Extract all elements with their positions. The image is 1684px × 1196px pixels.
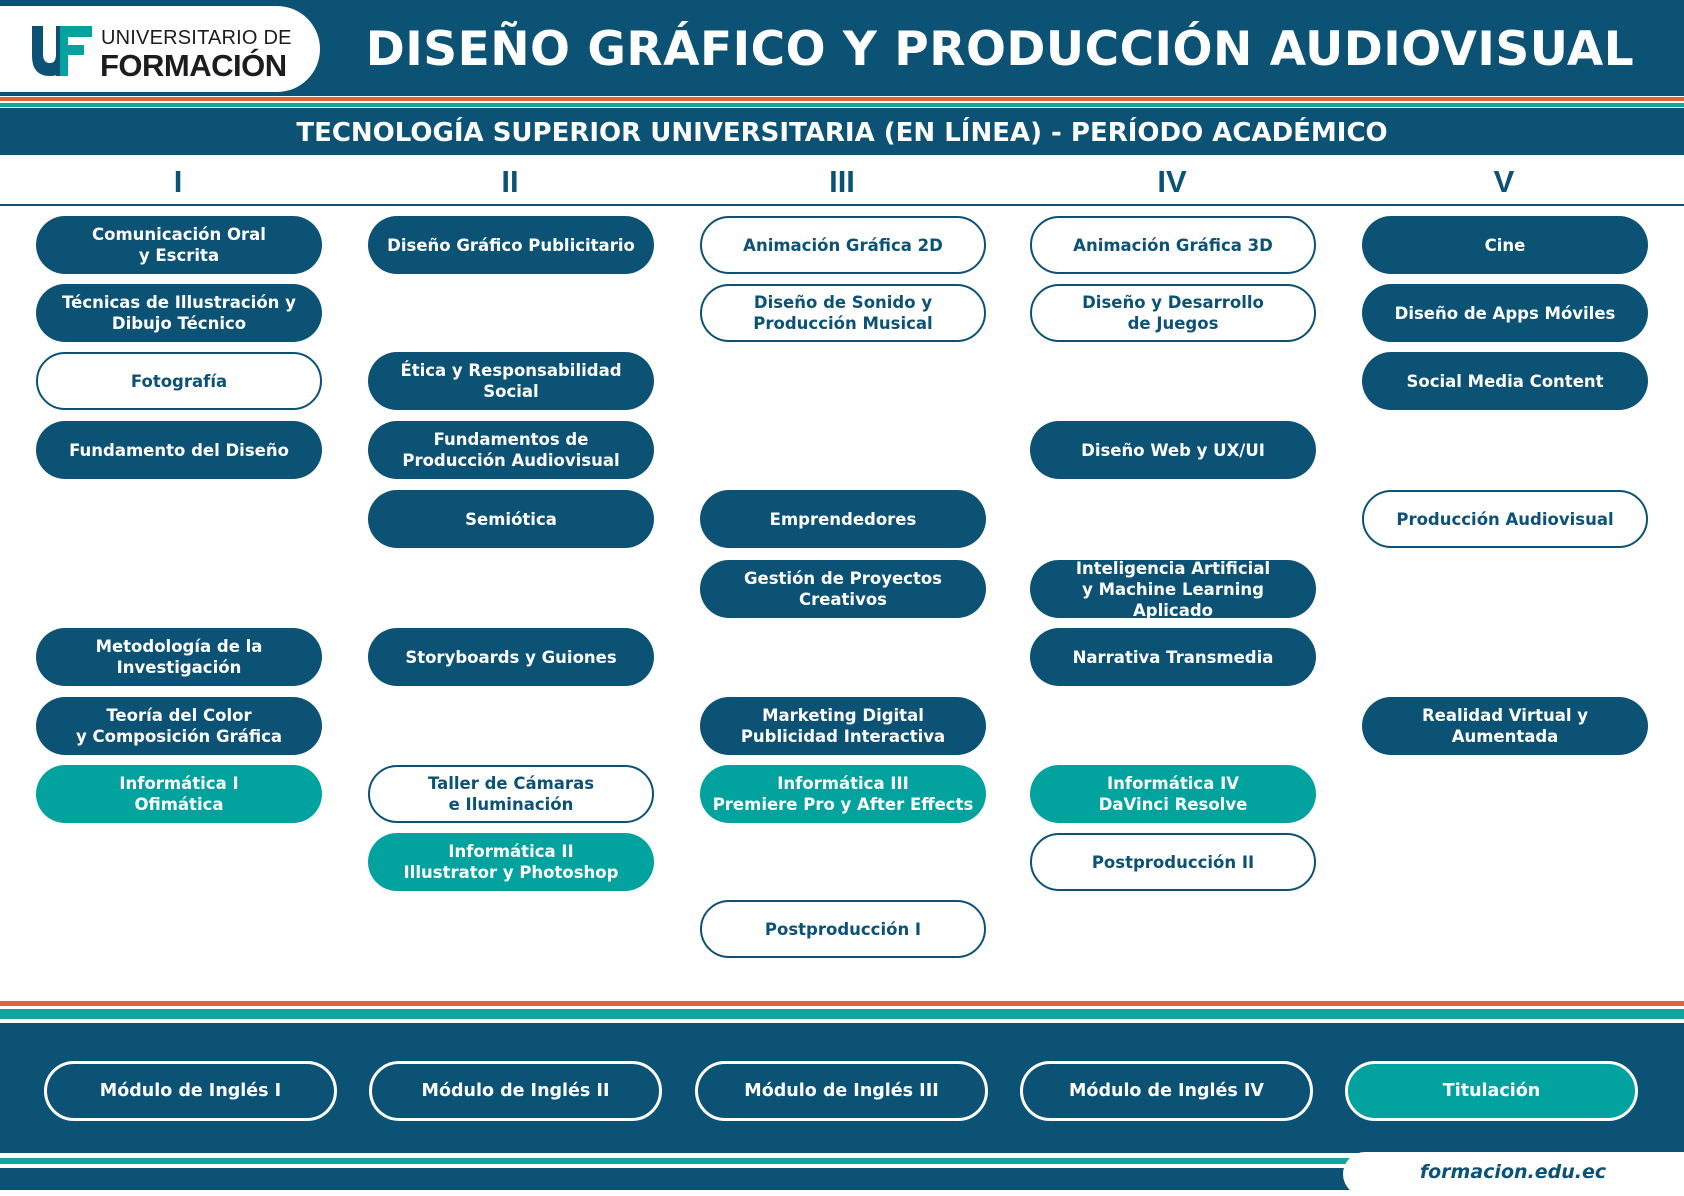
footer-orange-stripe (0, 1001, 1684, 1006)
course-realidad-virtual-y-aumentada: Realidad Virtual y Aumentada (1362, 697, 1648, 755)
footer-bottom-teal-stripe (0, 1158, 1684, 1164)
course-diseno-grafico-publicitario: Diseño Gráfico Publicitario (368, 216, 654, 274)
semester-label-4: IV (1157, 164, 1187, 199)
module-ingles-1: Módulo de Inglés I (44, 1061, 337, 1121)
course-tecnicas-de-illustracion-y-dibujo-tecnico: Técnicas de Illustración y Dibujo Técnic… (36, 284, 322, 342)
semester-label-5: V (1493, 164, 1515, 199)
course-postproduccion-i: Postproducción I (700, 900, 986, 958)
website-badge (1343, 1152, 1684, 1196)
course-narrativa-transmedia: Narrativa Transmedia (1030, 628, 1316, 686)
course-etica-y-responsabilidad-social: Ética y Responsabilidad Social (368, 352, 654, 410)
brand-line-2: FORMACIÓN (100, 48, 287, 83)
course-diseno-de-sonido-y-produccion-musical: Diseño de Sonido y Producción Musical (700, 284, 986, 342)
course-fotografia: Fotografía (36, 352, 322, 410)
module-ingles-3: Módulo de Inglés III (695, 1061, 988, 1121)
course-informatica-i-ofimatica: Informática I Ofimática (36, 765, 322, 823)
brand-line-1: UNIVERSITARIO DE (101, 27, 292, 49)
header-orange-stripe (0, 97, 1684, 101)
course-informatica-ii-illustrator-y-photoshop: Informática II Illustrator y Photoshop (368, 833, 654, 891)
course-marketing-digital-publicidad-interactiva: Marketing Digital Publicidad Interactiva (700, 697, 986, 755)
course-animacion-grafica-2d: Animación Gráfica 2D (700, 216, 986, 274)
course-informatica-iii-premiere-pro-y-after-effects: Informática III Premiere Pro y After Eff… (700, 765, 986, 823)
footer-bottom-blue-band (0, 1168, 1684, 1190)
course-storyboards-y-guiones: Storyboards y Guiones (368, 628, 654, 686)
module-ingles-2: Módulo de Inglés II (369, 1061, 662, 1121)
course-teoria-del-color-y-composicion-grafica: Teoría del Color y Composición Gráfica (36, 697, 322, 755)
course-diseno-web-y-ux-ui: Diseño Web y UX/UI (1030, 421, 1316, 479)
course-gestion-de-proyectos-creativos: Gestión de Proyectos Creativos (700, 560, 986, 618)
course-diseno-y-desarrollo-de-juegos: Diseño y Desarrollo de Juegos (1030, 284, 1316, 342)
course-postproduccion-ii: Postproducción II (1030, 833, 1316, 891)
website-link[interactable]: formacion.edu.ec (1419, 1161, 1607, 1183)
subtitle-band (0, 108, 1684, 155)
course-taller-de-camaras-e-iluminacion: Taller de Cámaras e Iluminación (368, 765, 654, 823)
course-cine: Cine (1362, 216, 1648, 274)
course-emprendedores: Emprendedores (700, 490, 986, 548)
course-metodologia-de-la-investigacion: Metodología de la Investigación (36, 628, 322, 686)
course-social-media-content: Social Media Content (1362, 352, 1648, 410)
page-title: DISEÑO GRÁFICO Y PRODUCCIÓN AUDIOVISUAL (365, 22, 1635, 77)
module-ingles-4: Módulo de Inglés IV (1020, 1061, 1313, 1121)
header-teal-stripe (0, 103, 1684, 107)
course-animacion-grafica-3d: Animación Gráfica 3D (1030, 216, 1316, 274)
module-titulacion: Titulación (1345, 1061, 1638, 1121)
page-subtitle: TECNOLOGÍA SUPERIOR UNIVERSITARIA (EN LÍ… (296, 118, 1388, 148)
uf-monogram-logo-icon (32, 26, 92, 76)
semester-label-3: III (829, 164, 855, 199)
logo: UNIVERSITARIO DE FORMACIÓN (0, 6, 320, 92)
course-fundamentos-de-produccion-audiovisual: Fundamentos de Producción Audiovisual (368, 421, 654, 479)
course-semiotica: Semiótica (368, 490, 654, 548)
semester-divider (0, 204, 1684, 206)
course-informatica-iv-davinci-resolve: Informática IV DaVinci Resolve (1030, 765, 1316, 823)
course-produccion-audiovisual: Producción Audiovisual (1362, 490, 1648, 548)
course-comunicacion-oral-y-escrita: Comunicación Oral y Escrita (36, 216, 322, 274)
footer-teal-stripe (0, 1009, 1684, 1019)
course-diseno-de-apps-moviles: Diseño de Apps Móviles (1362, 284, 1648, 342)
semester-label-2: II (501, 164, 519, 199)
semester-label-1: I (173, 164, 183, 199)
course-inteligencia-artificial-y-machine-learning-aplicado: Inteligencia Artificial y Machine Learni… (1030, 559, 1316, 620)
course-fundamento-del-diseno: Fundamento del Diseño (36, 421, 322, 479)
